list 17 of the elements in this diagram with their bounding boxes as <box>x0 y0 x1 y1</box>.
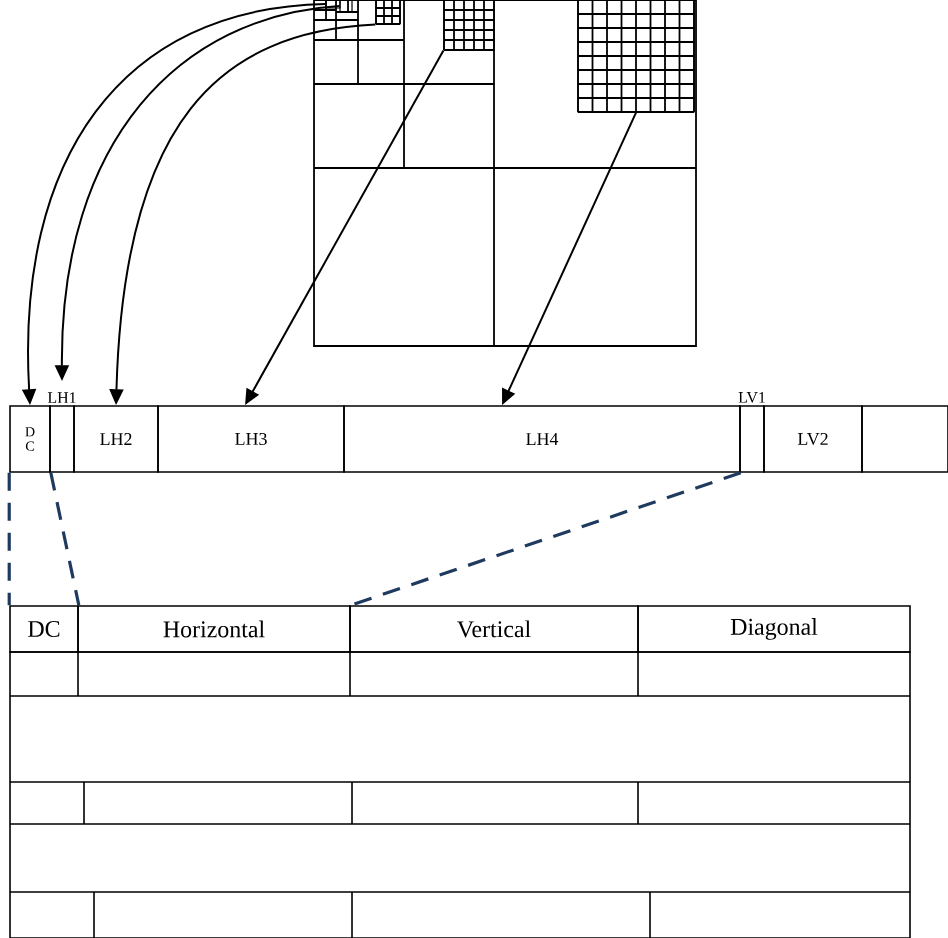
strip-cell: LV2 <box>763 405 863 473</box>
dashed-projection-line <box>49 472 81 606</box>
table-header-cell: Vertical <box>349 605 639 653</box>
dashed-projection-line <box>350 471 742 607</box>
table-header-cell: DC <box>9 605 79 653</box>
strip-cell: LH2 <box>73 405 159 473</box>
strip-cell: LH3 <box>157 405 345 473</box>
image-block <box>339 0 353 13</box>
strip-cell <box>861 405 948 473</box>
image-block <box>375 0 401 25</box>
table-header-cell: Horizontal <box>77 605 351 653</box>
image-block <box>577 0 695 113</box>
image-block <box>443 0 495 51</box>
dashed-projection-line <box>7 472 11 606</box>
table-header-cell: Diagonal <box>637 605 911 653</box>
image-block <box>325 0 341 9</box>
strip-cell: LH4 <box>343 405 741 473</box>
